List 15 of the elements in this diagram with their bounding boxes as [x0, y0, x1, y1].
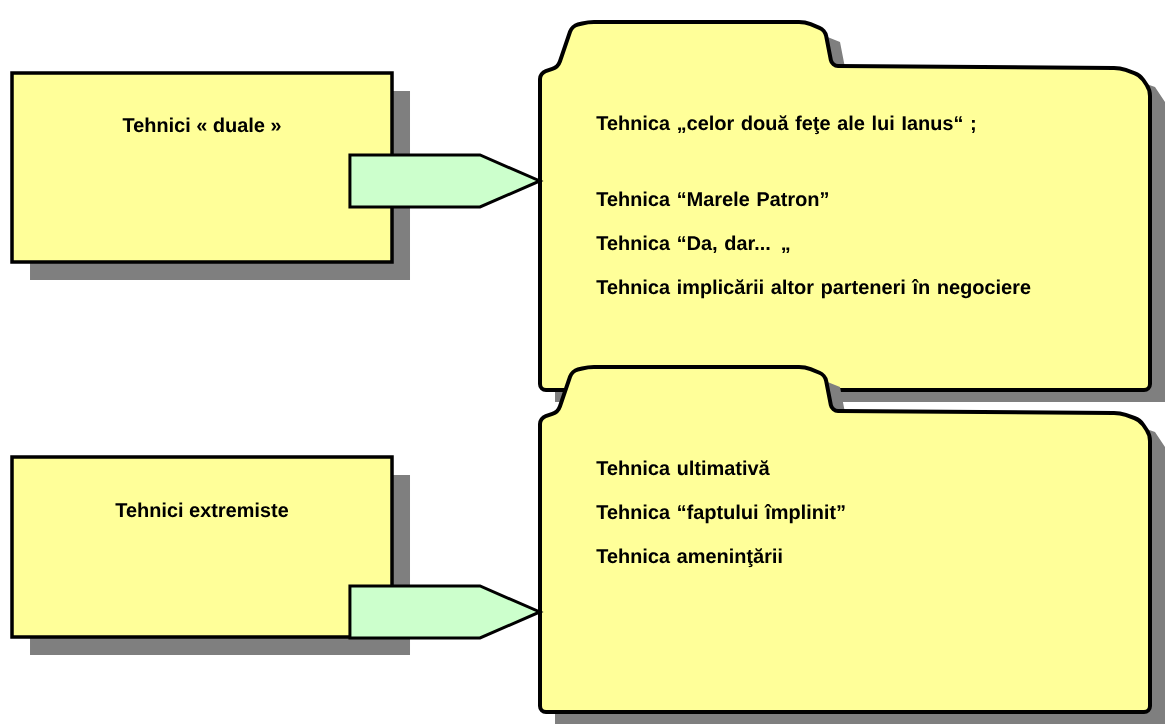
list-item: Tehnica ultimativă	[596, 460, 770, 476]
block-arrow	[348, 584, 544, 640]
folder	[538, 20, 1165, 402]
list-item: Tehnica “Da, dar... „	[596, 235, 790, 254]
list-item: Tehnica ameninţării	[596, 548, 782, 568]
list-item: Tehnica “Marele Patron”	[596, 191, 828, 207]
box-title: Tehnici « duale »	[122, 117, 281, 133]
block-arrow	[348, 153, 544, 209]
box	[10, 455, 410, 655]
list-item: Tehnica implicării altor parteneri în negociere	[596, 279, 1031, 299]
list-item: Tehnica “faptului împlinit”	[596, 504, 845, 524]
folder	[538, 365, 1165, 724]
box	[10, 71, 410, 280]
list-item: Tehnica „celor două feţe ale lui Ianus“ ;	[596, 115, 975, 135]
box-title: Tehnici extremiste	[115, 502, 289, 518]
